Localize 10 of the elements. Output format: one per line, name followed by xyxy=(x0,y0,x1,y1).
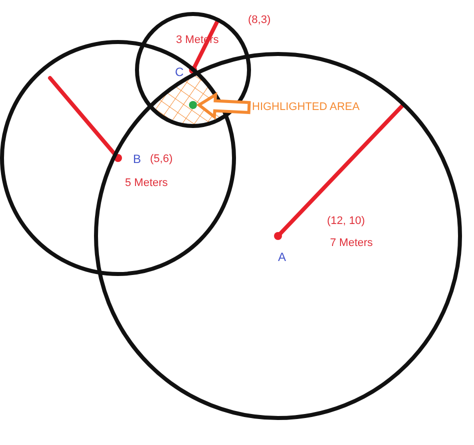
radius-label: 7 Meters xyxy=(330,238,373,249)
callout-label: HIGHLIGHTED AREA xyxy=(252,102,360,113)
center-label: B xyxy=(133,153,142,165)
center-label: A xyxy=(278,251,286,263)
coordinate-label: (12, 10) xyxy=(327,216,365,227)
coordinate-label: (5,6) xyxy=(150,154,173,165)
coordinate-label: (8,3) xyxy=(248,15,271,26)
radius-label: 5 Meters xyxy=(125,178,168,189)
arrow xyxy=(196,92,251,120)
center-label: C xyxy=(175,66,184,78)
